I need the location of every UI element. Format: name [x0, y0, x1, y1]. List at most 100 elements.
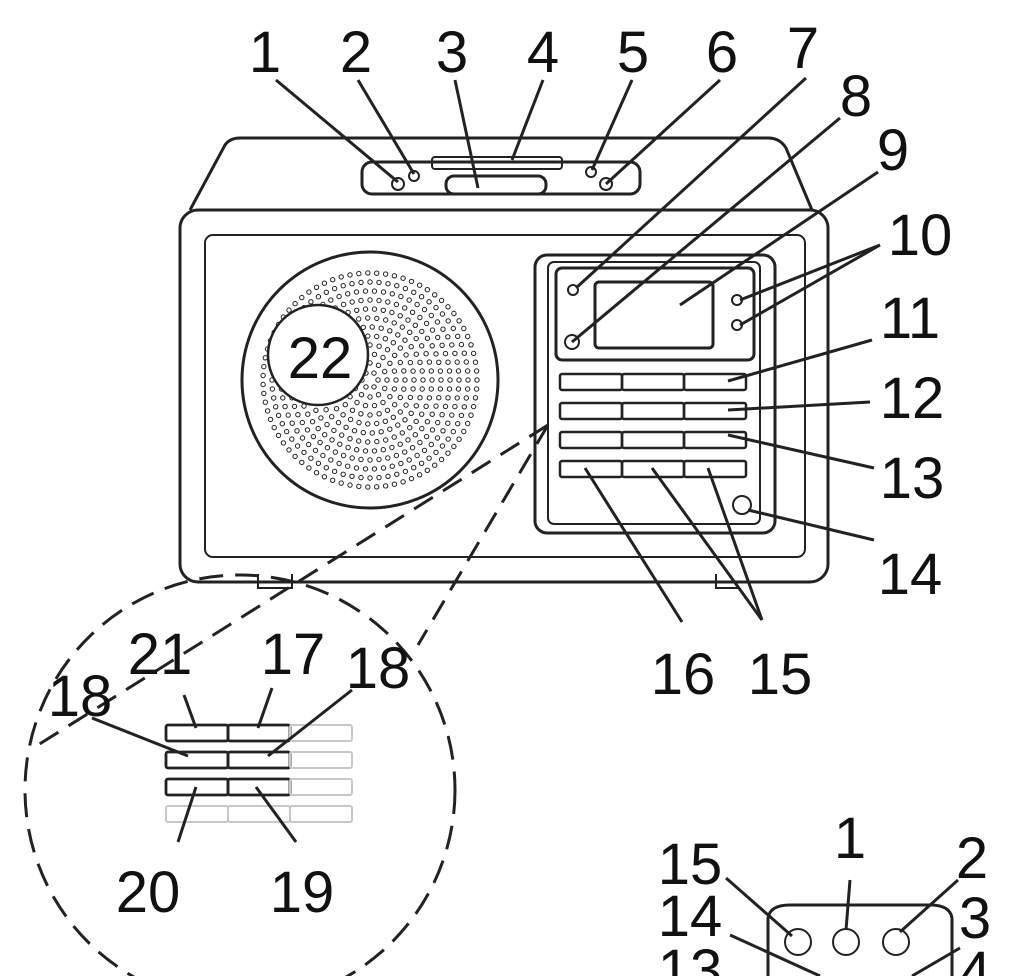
grill-dot [338, 480, 344, 486]
grill-dot [426, 455, 432, 461]
grill-dot [332, 449, 338, 455]
top-centre-button [444, 174, 548, 196]
preset-button [682, 430, 748, 450]
grill-dot [367, 279, 373, 285]
grill-dot [367, 394, 373, 400]
preset-button [620, 430, 686, 450]
remote-callout-13: 13 [658, 938, 723, 976]
preset-button [558, 401, 624, 421]
grill-dot [331, 468, 338, 475]
remote-callout-4: 4 [959, 940, 991, 976]
grill-dot [340, 412, 346, 418]
grill-dot [387, 328, 393, 334]
grill-dot [435, 334, 441, 341]
grill-dot [407, 425, 413, 431]
preset-button [289, 778, 353, 796]
grill-dot [438, 297, 445, 304]
grill-dot [358, 279, 364, 286]
grill-dot [424, 335, 431, 341]
grill-dot [412, 432, 418, 438]
grill-dot [428, 368, 434, 374]
grill-dot [336, 293, 342, 300]
grill-dot [429, 327, 436, 333]
callout-20: 20 [116, 860, 181, 925]
grill-dot [387, 426, 393, 432]
grill-dot [432, 462, 438, 468]
grill-dot [397, 441, 403, 447]
grill-dot [419, 386, 425, 392]
grill-dot [454, 395, 460, 401]
remote-button-2 [882, 928, 910, 956]
grill-dot [449, 342, 455, 348]
grill-dot [271, 395, 277, 401]
grill-dot [472, 395, 479, 401]
grill-dot [407, 359, 414, 366]
grill-dot [329, 437, 335, 443]
preset-button [682, 459, 748, 479]
grill-dot [306, 441, 312, 448]
grill-dot [455, 386, 462, 392]
grill-dot [445, 395, 451, 401]
grill-dot [393, 452, 400, 459]
grill-dot [402, 417, 408, 423]
grill-dot [365, 315, 371, 321]
grill-dot [418, 294, 425, 300]
grill-dot [463, 359, 469, 365]
grill-dot [324, 445, 331, 451]
grill-dot [347, 482, 353, 488]
grill-dot [446, 386, 453, 392]
grill-dot [452, 403, 458, 410]
grill-dot [261, 363, 267, 370]
callout-18-left: 18 [48, 664, 113, 729]
grill-dot [347, 416, 354, 423]
grill-dot [378, 429, 384, 435]
grill-dot [367, 475, 373, 481]
grill-dot [342, 402, 348, 408]
grill-dot [468, 342, 474, 348]
grill-dot [339, 432, 345, 438]
grill-dot [401, 368, 407, 374]
grill-dot [384, 377, 390, 383]
grill-dot [335, 419, 342, 426]
grill-dot [380, 447, 386, 453]
grill-dot [424, 419, 431, 425]
grill-dot [382, 368, 388, 375]
grill-dot [340, 452, 347, 459]
grill-dot [433, 304, 439, 311]
grill-dot [328, 297, 334, 303]
grill-dot [380, 354, 386, 361]
grill-dot [395, 332, 401, 338]
grill-dot [473, 368, 480, 374]
grill-dot [406, 297, 412, 303]
preset-button-grid [558, 372, 748, 479]
grill-dot [464, 386, 471, 392]
grill-dot [437, 386, 444, 392]
grill-dot [411, 465, 417, 471]
grill-dot [414, 301, 420, 308]
grill-dot [456, 436, 462, 442]
top-button-1 [391, 177, 405, 191]
grill-dot [428, 386, 434, 392]
callout-11: 11 [880, 286, 940, 351]
grill-dot [407, 329, 413, 335]
grill-dot [260, 372, 266, 379]
grill-dot [429, 427, 436, 433]
grill-dot [362, 466, 369, 472]
grill-dot [436, 395, 442, 401]
grill-dot [280, 440, 287, 446]
grill-dot [389, 463, 395, 469]
grill-dot [356, 270, 362, 277]
grill-dot [397, 345, 403, 351]
grill-dot [323, 289, 329, 295]
grill-dot [419, 328, 425, 335]
grill-dot [313, 284, 320, 290]
grill-dot [411, 289, 417, 295]
display-button-7 [567, 284, 579, 296]
grill-dot [394, 471, 400, 477]
callout-4: 4 [527, 20, 559, 85]
callout-13: 13 [880, 446, 945, 511]
grill-dot [371, 466, 378, 472]
callout-21: 21 [128, 622, 193, 687]
radio-body [178, 136, 830, 589]
grill-dot [306, 289, 312, 295]
